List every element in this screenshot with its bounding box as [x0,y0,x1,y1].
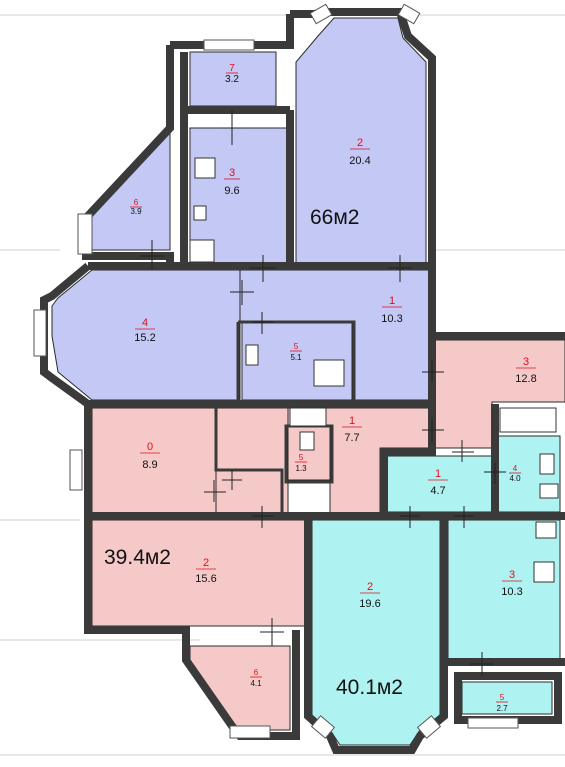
room-area: 19.6 [359,598,380,610]
room-area: 12.8 [515,373,536,385]
room-area: 7.7 [344,432,359,444]
apartment-area-labels: 66м2 39.4м2 40.1м2 [104,206,403,699]
room-number: 1 [389,295,395,307]
room-number: 3 [509,569,515,581]
toilet-icon [245,344,259,366]
room-area: 4.0 [509,474,521,483]
room-number: 7 [229,63,235,74]
room-area: 9.6 [224,185,239,197]
sink-icon [193,205,207,221]
room-area: 5.1 [290,353,302,362]
room-number: 6 [134,198,139,207]
washbasin-icon [539,483,559,499]
toilet-icon [539,453,555,475]
room-area: 1.3 [295,464,307,473]
stove-icon [533,561,555,583]
room-area: 15.2 [134,332,155,344]
apartment-40-area: 40.1м2 [336,676,403,699]
room-area: 15.6 [195,573,216,585]
room-area: 20.4 [349,155,370,167]
room-number: 1 [349,415,355,427]
apartment-39 [91,339,565,731]
room-area: 4.1 [250,679,262,688]
room-mid-hall [215,407,289,515]
room-bot-2 [311,519,441,746]
room-area: 3.2 [225,74,239,85]
bathtub-icon [313,359,345,387]
door-marks [140,110,506,676]
fixtures [189,157,559,583]
apartment-39-area: 39.4м2 [104,546,171,569]
stove-icon [194,157,216,179]
room-number: 5 [299,453,304,462]
background-grid [0,14,565,756]
room-bot-1 [383,455,493,513]
room-number: 5 [500,693,505,702]
room-area: 10.3 [381,313,402,325]
bathtub-icon [499,407,557,433]
washbasin-icon [289,407,327,427]
room-number: 5 [294,342,299,351]
washbasin-icon [189,239,215,263]
sink-icon [535,521,557,539]
room-number: 2 [357,137,363,149]
room-area: 3.9 [130,207,142,216]
room-number: 2 [203,557,209,569]
room-number: 3 [523,356,529,368]
room-labels: 7 3.2 3 9.6 2 20.4 6 3.9 4 15.2 1 10.3 5… [130,63,537,713]
room-area: 8.9 [142,459,157,471]
room-number: 1 [435,468,441,480]
toilet-icon [299,431,315,451]
room-number: 6 [254,668,259,677]
apartment-66-area: 66м2 [310,206,359,229]
windows [33,3,519,739]
room-area: 10.3 [501,586,522,598]
room-area: 4.7 [430,485,445,497]
room-number: 0 [147,441,153,453]
room-number: 4 [142,317,148,329]
room-number: 4 [513,464,518,473]
room-number: 2 [367,581,373,593]
apartment-66 [51,17,431,401]
room-area: 2.7 [496,704,508,713]
room-number: 3 [229,167,235,179]
